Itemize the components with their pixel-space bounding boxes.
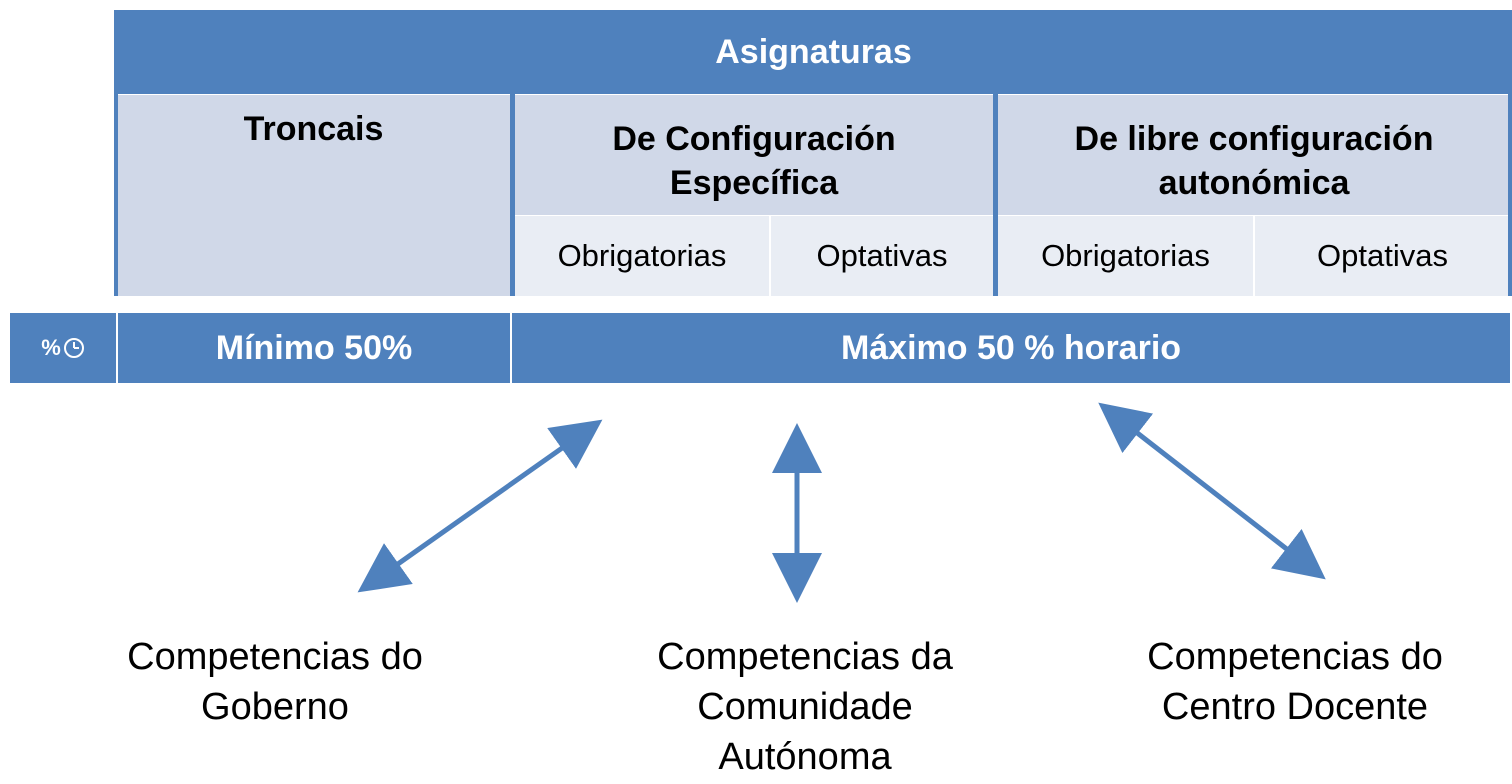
minimo-cell: Mínimo 50% [118,313,510,383]
subcolumn-label: Obrigatorias [557,238,727,273]
subcolumn-optativas-autonomica: Optativas [1255,216,1510,296]
competence-goberno: Competencias do Goberno [127,636,423,728]
autonomica-label-line1: De libre configuración [1074,120,1434,158]
subcolumn-optativas-especifica: Optativas [771,216,993,296]
competence-comunidade: Competencias da Comunidade Autónoma [657,636,953,778]
especifica-cell: De Configuración Específica [515,95,993,215]
subcolumn-obrigatorias-autonomica: Obrigatorias [998,216,1253,296]
asignaturas-header: Asignaturas [117,10,1510,94]
subcolumn-obrigatorias-especifica: Obrigatorias [515,216,769,296]
especifica-label-line2: Específica [669,164,839,202]
competence-centro: Competencias do Centro Docente [1147,636,1443,728]
arrow-goberno [357,419,603,593]
maximo-label: Máximo 50 % horario [840,328,1182,367]
percent-clock-icon: % [41,335,85,361]
table-left-border [114,10,118,296]
especifica-label-line1: De Configuración [612,120,896,158]
subcolumn-label: Optativas [1317,238,1448,273]
column-divider-1 [510,78,515,296]
table-right-border [1508,10,1512,296]
subcolumn-label: Optativas [816,238,948,273]
autonomica-label-line2: autonómica [1158,164,1350,202]
column-divider-2 [993,78,998,296]
autonomica-cell: De libre configuración autonómica [998,95,1510,215]
maximo-cell: Máximo 50 % horario [512,313,1510,383]
minimo-label: Mínimo 50% [215,328,413,367]
icon-cell: % [10,313,116,383]
troncais-label: Troncais [243,110,384,148]
asignaturas-label: Asignaturas [715,32,912,71]
subcolumn-label: Obrigatorias [1041,238,1210,273]
troncais-cell: Troncais [117,95,510,296]
arrow-centro [1098,402,1326,580]
